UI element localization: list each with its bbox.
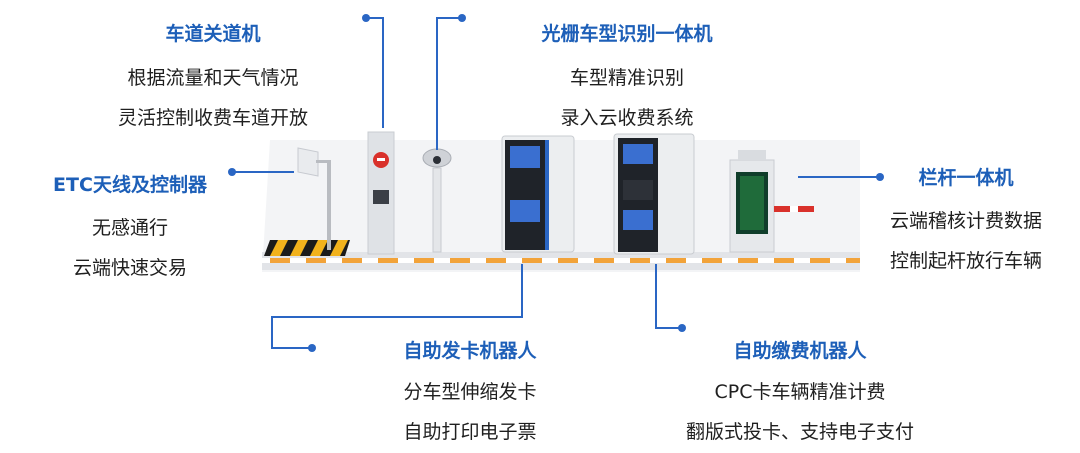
- etc-title: ETC天线及控制器: [53, 174, 207, 196]
- light-curtain-title: 光栅车型识别一体机: [541, 23, 713, 45]
- lane-stripe: [262, 258, 860, 263]
- etc-antenna-device: [297, 147, 331, 250]
- barrier-gate-device: [729, 150, 814, 253]
- payment-robot-device: [613, 133, 695, 255]
- card-robot-device: [501, 135, 575, 253]
- lane-barrier-line-2: 灵活控制收费车道开放: [117, 107, 309, 129]
- hazard-stripes: [264, 240, 350, 256]
- etc-line-2: 云端快速交易: [72, 257, 188, 279]
- lane-barrier-device: [367, 131, 395, 255]
- light-curtain-line-2: 录入云收费系统: [560, 107, 694, 129]
- light-curtain-line-1: 车型精准识别: [569, 67, 685, 89]
- lane-barrier-line-1: 根据流量和天气情况: [127, 67, 299, 89]
- pay-robot-line-1: CPC卡车辆精准计费: [714, 381, 886, 403]
- etc-line-1: 无感通行: [91, 217, 169, 239]
- pay-robot-title: 自助缴费机器人: [733, 340, 867, 362]
- barrier-gate-line-1: 云端稽核计费数据: [889, 210, 1043, 232]
- card-robot-line-2: 自助打印电子票: [403, 421, 537, 443]
- card-robot-line-1: 分车型伸缩发卡: [403, 381, 537, 403]
- barrier-gate-title: 栏杆一体机: [918, 167, 1014, 189]
- barrier-gate-line-2: 控制起杆放行车辆: [889, 250, 1043, 272]
- lane-barrier-title: 车道关道机: [165, 23, 261, 45]
- pay-robot-line-2: 翻版式投卡、支持电子支付: [685, 421, 915, 443]
- connectors: [232, 17, 880, 349]
- connector-dots: [228, 14, 884, 352]
- card-robot-title: 自助发卡机器人: [403, 340, 537, 362]
